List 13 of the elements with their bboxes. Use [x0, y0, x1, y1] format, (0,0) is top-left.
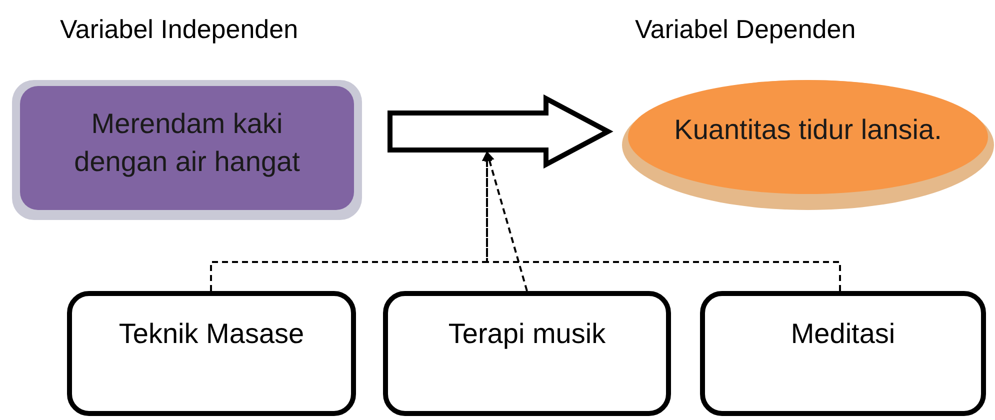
box-label: Terapi musik [448, 318, 606, 351]
box-label: Teknik Masase [118, 318, 304, 351]
dashed-connector [482, 151, 841, 291]
heading: Variabel Dependen [635, 14, 856, 45]
block-arrow [388, 94, 614, 169]
box-label: Meditasi [790, 318, 896, 351]
dashed-connector [484, 151, 528, 292]
rounded-box [67, 291, 356, 416]
rounded-box [383, 291, 671, 416]
rounded-box [700, 291, 986, 416]
node-text: Kuantitas tidur lansia. [674, 112, 942, 147]
heading: Variabel Independen [60, 14, 298, 45]
node-text: Merendam kaki dengan air hangat [73, 106, 301, 179]
